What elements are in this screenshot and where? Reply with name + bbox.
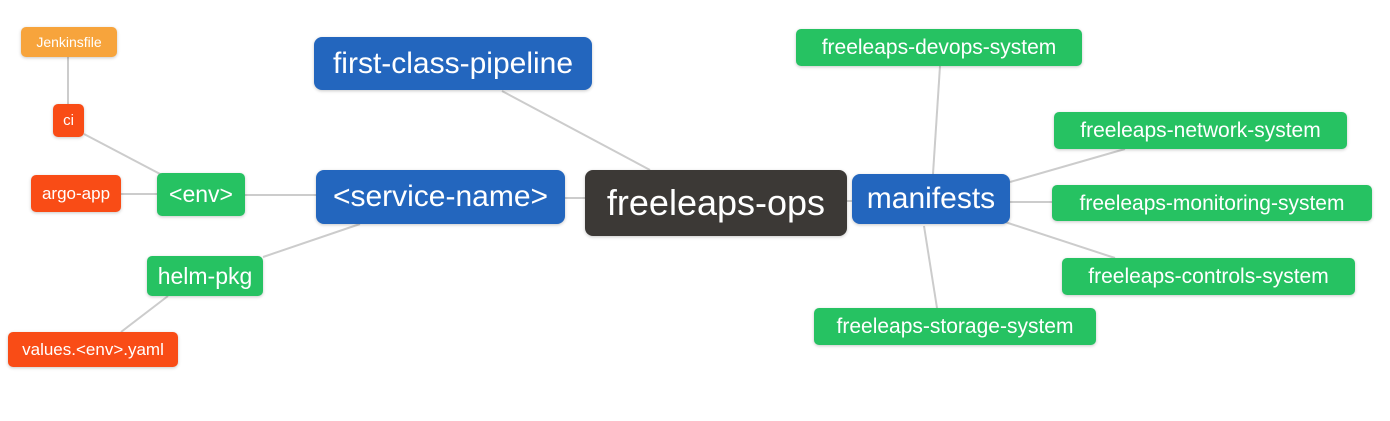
node-freeleaps-controls-system[interactable]: freeleaps-controls-system bbox=[1062, 258, 1355, 295]
node-env[interactable]: <env> bbox=[157, 173, 245, 216]
node-manifests[interactable]: manifests bbox=[852, 174, 1010, 224]
edge-manifests-freeleaps-controls-system bbox=[1004, 221, 1116, 259]
edge-service-name-helm-pkg bbox=[262, 223, 361, 258]
edge-ci-env bbox=[83, 133, 163, 176]
node-freeleaps-monitoring-system[interactable]: freeleaps-monitoring-system bbox=[1052, 185, 1372, 221]
node-ci[interactable]: ci bbox=[53, 104, 84, 137]
node-argo-app[interactable]: argo-app bbox=[31, 175, 121, 212]
edge-helm-pkg-values-env-yaml bbox=[120, 295, 169, 333]
edge-manifests-freeleaps-storage-system bbox=[923, 225, 938, 309]
node-service-name[interactable]: <service-name> bbox=[316, 170, 565, 224]
node-helm-pkg[interactable]: helm-pkg bbox=[147, 256, 263, 296]
node-freeleaps-ops[interactable]: freeleaps-ops bbox=[585, 170, 847, 236]
edge-manifests-freeleaps-devops-system bbox=[932, 65, 941, 175]
edge-first-class-pipeline-freeleaps-ops bbox=[501, 90, 651, 171]
node-jenkinsfile[interactable]: Jenkinsfile bbox=[21, 27, 117, 57]
node-freeleaps-network-system[interactable]: freeleaps-network-system bbox=[1054, 112, 1347, 149]
node-freeleaps-devops-system[interactable]: freeleaps-devops-system bbox=[796, 29, 1082, 66]
node-first-class-pipeline[interactable]: first-class-pipeline bbox=[314, 37, 592, 90]
node-values-env-yaml[interactable]: values.<env>.yaml bbox=[8, 332, 178, 367]
edge-manifests-freeleaps-network-system bbox=[1009, 148, 1126, 183]
node-freeleaps-storage-system[interactable]: freeleaps-storage-system bbox=[814, 308, 1096, 345]
